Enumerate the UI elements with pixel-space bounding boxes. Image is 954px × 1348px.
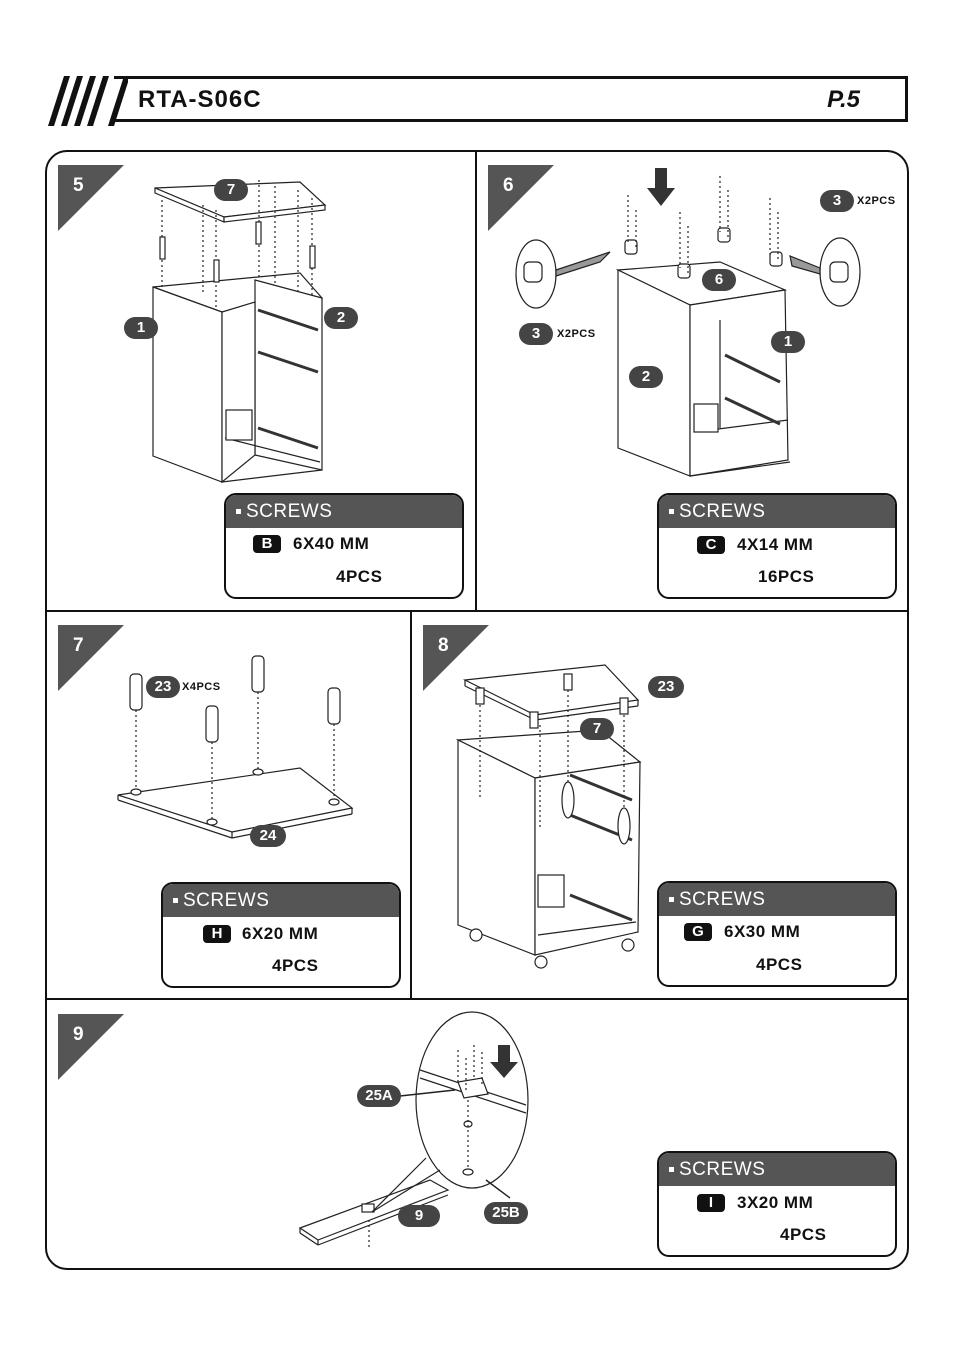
header-bar bbox=[114, 76, 908, 122]
part-badge-7: 7 bbox=[580, 718, 614, 740]
step-tab-shape bbox=[58, 625, 124, 691]
step-5-tab: 5 bbox=[58, 165, 124, 231]
step-number: 7 bbox=[73, 635, 84, 656]
part-badge-23: 23 bbox=[648, 676, 684, 698]
header-stripes-icon bbox=[48, 76, 128, 126]
screw-size: 4X14 MM bbox=[737, 535, 814, 554]
part-badge-25a: 25A bbox=[357, 1085, 401, 1107]
step-tab-shape bbox=[488, 165, 554, 231]
screws-box-step9: SCREWS bbox=[657, 1151, 897, 1257]
step8-cabinet-drawing bbox=[455, 664, 642, 969]
screws-title: SCREWS bbox=[679, 1159, 766, 1180]
part-badge-3-left: 3 bbox=[519, 323, 553, 345]
screw-qty: 4PCS bbox=[336, 567, 383, 586]
step-tab-shape bbox=[58, 165, 124, 231]
screw-letter-b: B bbox=[253, 535, 281, 553]
instructions-frame bbox=[45, 150, 909, 1270]
bullet-icon bbox=[669, 1167, 674, 1173]
bullet-icon bbox=[236, 509, 241, 515]
page-number: P.5 bbox=[827, 86, 860, 113]
step-number: 9 bbox=[73, 1024, 84, 1045]
step6-cabinet-drawing bbox=[515, 168, 861, 477]
part-badge-6: 6 bbox=[702, 269, 736, 291]
caster-qty-right: X2PCS bbox=[857, 195, 896, 207]
part-badge-2: 2 bbox=[324, 307, 358, 329]
screws-header: SCREWS bbox=[659, 1153, 895, 1186]
part-badge-23: 23 bbox=[146, 676, 180, 698]
screws-box-step5: SCREWS bbox=[224, 493, 464, 599]
screw-qty: 16PCS bbox=[758, 567, 815, 586]
screw-letter-c: C bbox=[697, 536, 725, 554]
part-badge-3-right: 3 bbox=[820, 190, 854, 212]
part-badge-9: 9 bbox=[398, 1205, 440, 1227]
step-tab-shape bbox=[58, 1014, 124, 1080]
screw-size: 6X40 MM bbox=[293, 534, 370, 553]
part-badge-1: 1 bbox=[771, 331, 805, 353]
step-tab-shape bbox=[423, 625, 489, 691]
step-number: 6 bbox=[503, 175, 514, 196]
screw-letter-h: H bbox=[203, 925, 231, 943]
page-header: RTA-S06C P.5 bbox=[48, 76, 908, 126]
step-number: 5 bbox=[73, 175, 84, 196]
screw-letter-i: I bbox=[697, 1194, 725, 1212]
screw-qty: 4PCS bbox=[780, 1225, 827, 1244]
screw-size: 6X20 MM bbox=[242, 924, 319, 943]
step-9-tab: 9 bbox=[58, 1014, 124, 1080]
screw-size: 6X30 MM bbox=[724, 922, 801, 941]
part-badge-1: 1 bbox=[124, 317, 158, 339]
screws-header: SCREWS bbox=[659, 495, 895, 528]
part-badge-24: 24 bbox=[250, 825, 286, 847]
step9-drawing bbox=[298, 1011, 529, 1250]
screws-title: SCREWS bbox=[246, 501, 333, 522]
divider-vertical-mid bbox=[410, 611, 412, 999]
step5-cabinet-drawing bbox=[152, 180, 327, 484]
screws-title: SCREWS bbox=[183, 890, 270, 911]
screws-header: SCREWS bbox=[226, 495, 462, 528]
screw-letter-g: G bbox=[684, 923, 712, 941]
step7-top-drawing bbox=[117, 655, 354, 839]
caster-qty-left: X2PCS bbox=[557, 328, 596, 340]
screws-box-step7: SCREWS bbox=[161, 882, 401, 988]
bullet-icon bbox=[669, 509, 674, 515]
part-badge-2: 2 bbox=[629, 366, 663, 388]
screws-title: SCREWS bbox=[679, 889, 766, 910]
bullet-icon bbox=[669, 897, 674, 903]
step-7-tab: 7 bbox=[58, 625, 124, 691]
screws-header: SCREWS bbox=[163, 884, 399, 917]
screws-title: SCREWS bbox=[679, 501, 766, 522]
part-badge-7: 7 bbox=[214, 179, 248, 201]
divider-vertical-top bbox=[475, 151, 477, 611]
screws-header: SCREWS bbox=[659, 883, 895, 916]
screw-qty: 4PCS bbox=[272, 956, 319, 975]
screw-size: 3X20 MM bbox=[737, 1193, 814, 1212]
step-8-tab: 8 bbox=[423, 625, 489, 691]
divider-horizontal-1 bbox=[46, 610, 908, 612]
step-number: 8 bbox=[438, 635, 449, 656]
step-6-tab: 6 bbox=[488, 165, 554, 231]
screw-qty: 4PCS bbox=[756, 955, 803, 974]
bullet-icon bbox=[173, 898, 178, 904]
model-title: RTA-S06C bbox=[138, 86, 262, 113]
divider-horizontal-2 bbox=[46, 998, 908, 1000]
leg-qty: X4PCS bbox=[182, 681, 221, 693]
part-badge-25b: 25B bbox=[484, 1202, 528, 1224]
